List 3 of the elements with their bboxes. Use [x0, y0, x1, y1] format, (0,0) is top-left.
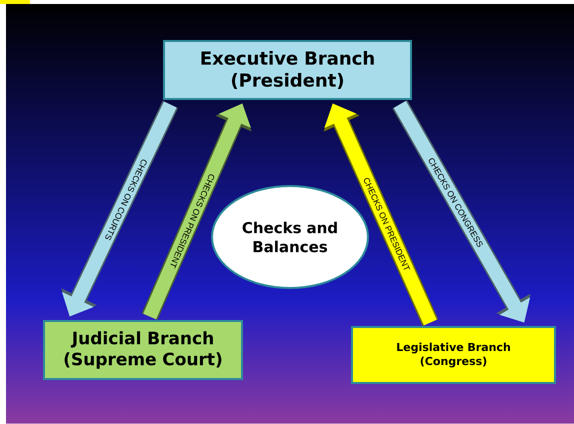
branch-box: Executive Branch (President) — [163, 40, 412, 100]
branch-box: Judicial Branch (Supreme Court) — [43, 320, 243, 380]
branch-box: Legislative Branch (Congress) — [351, 326, 556, 384]
